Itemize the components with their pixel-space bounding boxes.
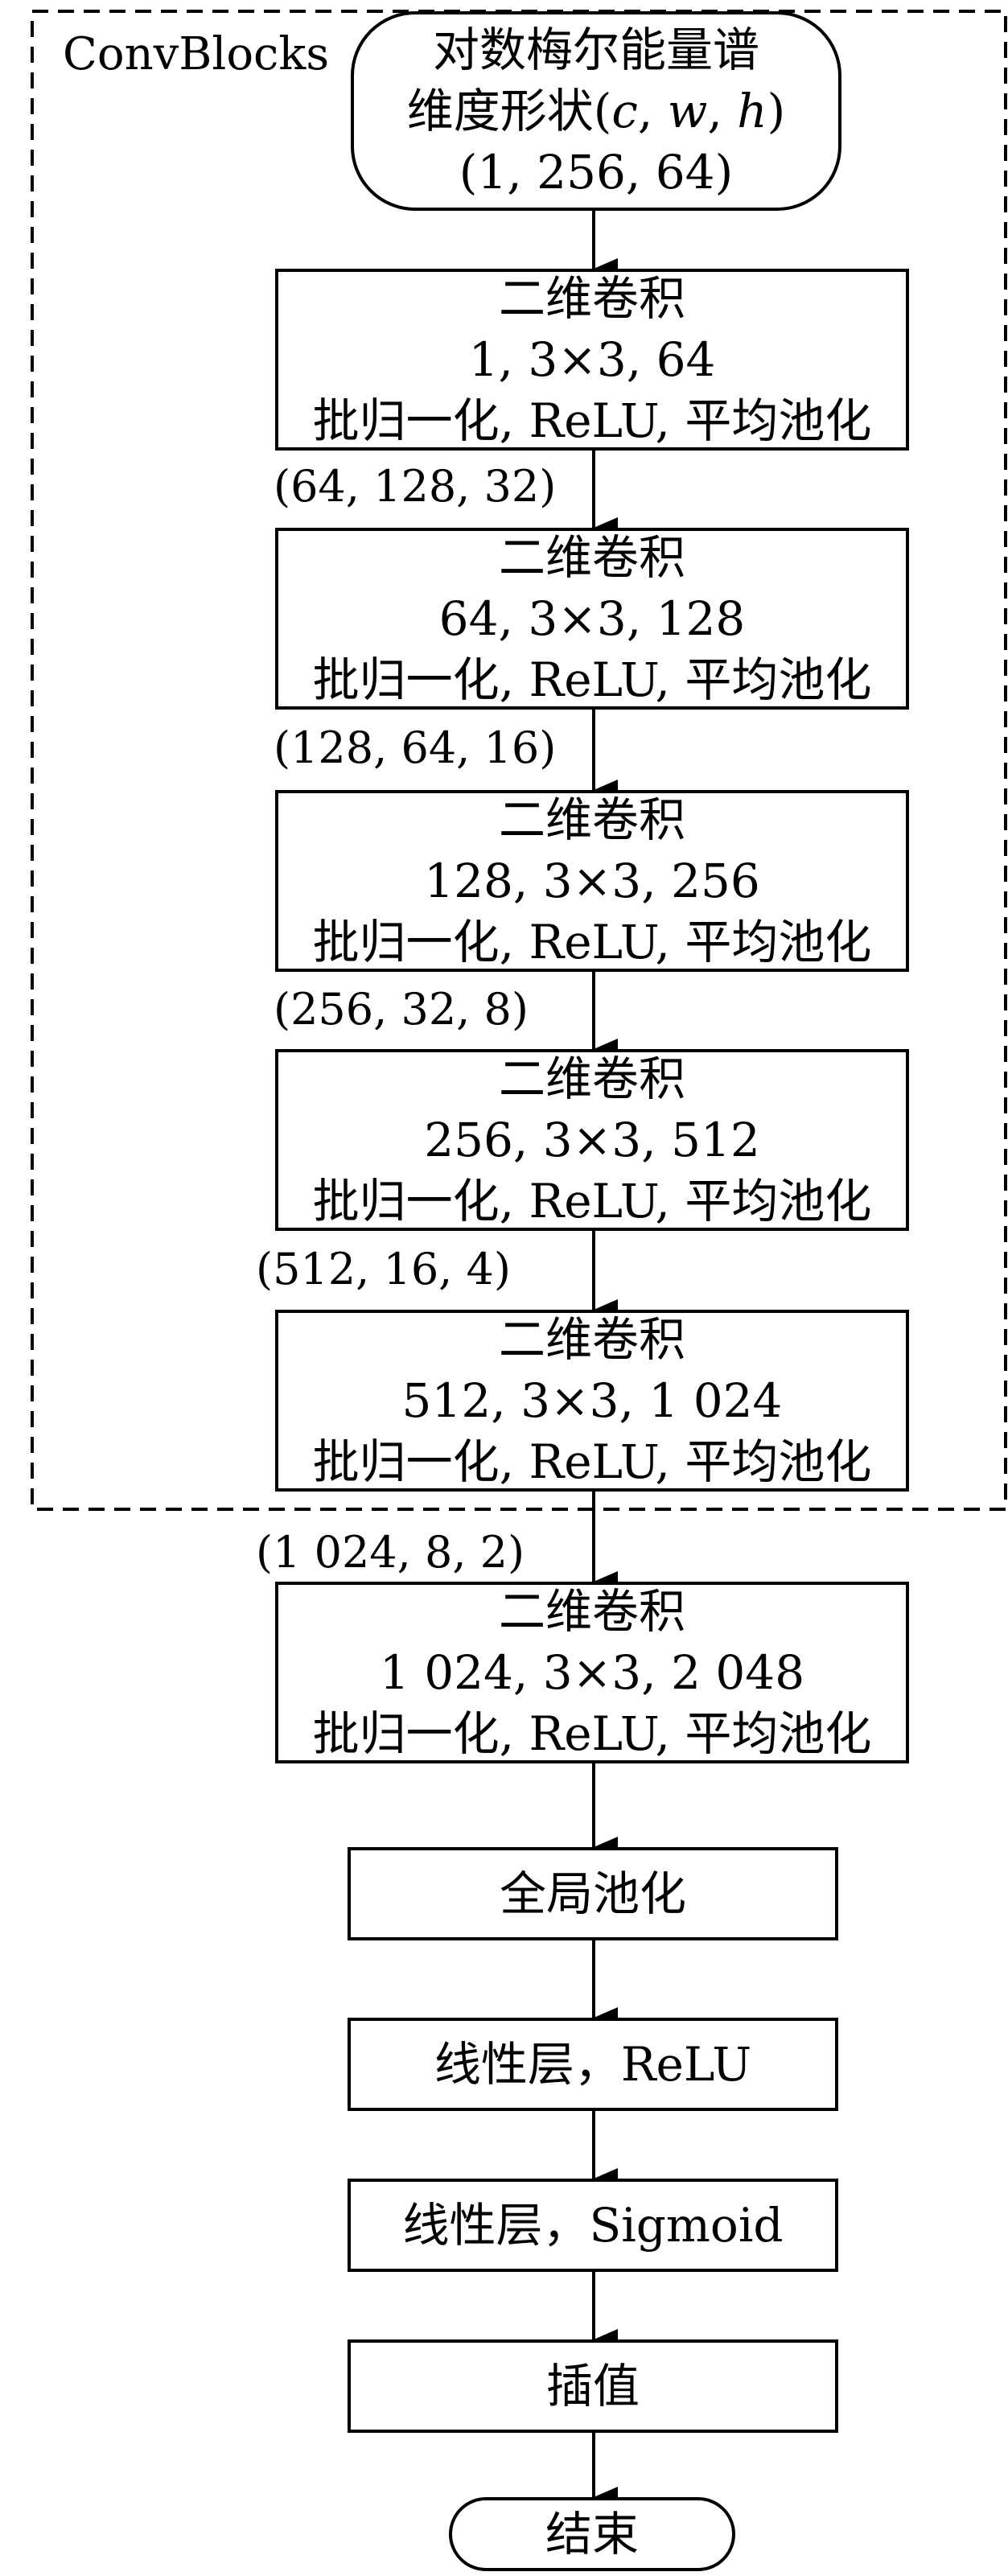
conv-block-title: 二维卷积 bbox=[498, 792, 685, 847]
conv-block-4: 二维卷积 256, 3×3, 512 批归一化, ReLU, 平均池化 bbox=[275, 1049, 909, 1231]
conv-block-ops: 批归一化, ReLU, 平均池化 bbox=[312, 652, 872, 707]
var-h: h bbox=[737, 84, 767, 138]
conv-block-params: 256, 3×3, 512 bbox=[424, 1113, 760, 1167]
end-node: 结束 bbox=[449, 2497, 735, 2571]
interpolate-label: 插值 bbox=[545, 2359, 640, 2413]
conv-block-title: 二维卷积 bbox=[498, 1584, 685, 1639]
shape-label-3: (256, 32, 8) bbox=[274, 984, 529, 1035]
conv-block-2: 二维卷积 64, 3×3, 128 批归一化, ReLU, 平均池化 bbox=[275, 528, 909, 710]
conv-block-title: 二维卷积 bbox=[498, 1051, 685, 1106]
shape-label-4: (512, 16, 4) bbox=[256, 1244, 511, 1294]
linear-sigmoid-node: 线性层，Sigmoid bbox=[348, 2179, 838, 2272]
conv-block-ops: 批归一化, ReLU, 平均池化 bbox=[312, 915, 872, 969]
linear-relu-label: 线性层，ReLU bbox=[434, 2037, 752, 2092]
shape-label-1: (64, 128, 32) bbox=[274, 461, 557, 512]
interpolate-node: 插值 bbox=[348, 2339, 838, 2433]
var-w: w bbox=[667, 84, 708, 138]
end-label: 结束 bbox=[545, 2507, 639, 2562]
conv-block-title: 二维卷积 bbox=[498, 1312, 685, 1367]
conv-block-5: 二维卷积 512, 3×3, 1 024 批归一化, ReLU, 平均池化 bbox=[275, 1310, 909, 1492]
conv-block-title: 二维卷积 bbox=[498, 271, 685, 326]
linear-relu-node: 线性层，ReLU bbox=[348, 2018, 838, 2111]
start-dimension-line: 维度形状(c, w, h) bbox=[406, 84, 786, 138]
conv-block-1: 二维卷积 1, 3×3, 64 批归一化, ReLU, 平均池化 bbox=[275, 269, 909, 451]
conv-block-ops: 批归一化, ReLU, 平均池化 bbox=[312, 1434, 872, 1489]
conv-block-ops: 批归一化, ReLU, 平均池化 bbox=[312, 1174, 872, 1228]
conv-block-params: 1, 3×3, 64 bbox=[468, 332, 716, 387]
global-pool-label: 全局池化 bbox=[499, 1866, 686, 1921]
conv-block-params: 512, 3×3, 1 024 bbox=[401, 1373, 783, 1428]
start-title: 对数梅尔能量谱 bbox=[432, 23, 759, 77]
conv-block-title: 二维卷积 bbox=[498, 530, 685, 585]
conv-block-6: 二维卷积 1 024, 3×3, 2 048 批归一化, ReLU, 平均池化 bbox=[275, 1582, 909, 1763]
conv-block-ops: 批归一化, ReLU, 平均池化 bbox=[312, 1706, 872, 1761]
global-pool-node: 全局池化 bbox=[348, 1847, 838, 1940]
var-c: c bbox=[611, 84, 638, 138]
conv-block-params: 1 024, 3×3, 2 048 bbox=[379, 1645, 805, 1700]
conv-block-params: 64, 3×3, 128 bbox=[438, 591, 746, 646]
shape-label-5: (1 024, 8, 2) bbox=[256, 1527, 525, 1578]
linear-sigmoid-label: 线性层，Sigmoid bbox=[402, 2198, 784, 2253]
shape-label-2: (128, 64, 16) bbox=[274, 722, 557, 773]
convblocks-group-label: ConvBlocks bbox=[63, 28, 330, 80]
start-node: 对数梅尔能量谱 维度形状(c, w, h) (1, 256, 64) bbox=[351, 11, 841, 211]
conv-block-3: 二维卷积 128, 3×3, 256 批归一化, ReLU, 平均池化 bbox=[275, 790, 909, 972]
conv-block-params: 128, 3×3, 256 bbox=[424, 854, 760, 908]
start-shape: (1, 256, 64) bbox=[459, 145, 734, 200]
conv-block-ops: 批归一化, ReLU, 平均池化 bbox=[312, 393, 872, 448]
